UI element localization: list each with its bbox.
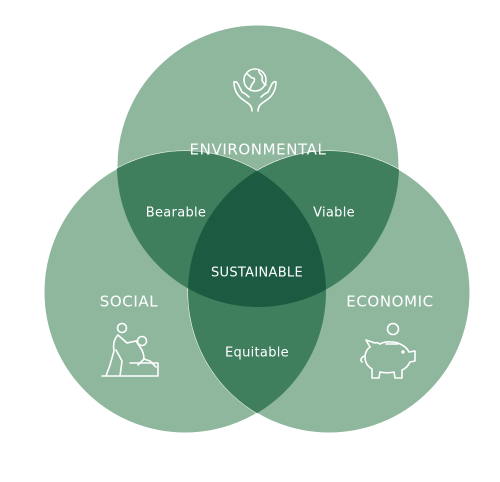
bearable-label: Bearable bbox=[145, 205, 207, 221]
sustainable-label: SUSTAINABLE bbox=[211, 265, 303, 281]
environmental-label: ENVIRONMENTAL bbox=[189, 140, 327, 159]
social-label: SOCIAL bbox=[99, 292, 159, 311]
equitable-label: Equitable bbox=[225, 345, 289, 361]
economic-label: ECONOMIC bbox=[346, 292, 434, 311]
earth-in-hands-icon bbox=[233, 68, 277, 112]
center-overlap bbox=[188, 151, 326, 307]
piggy-bank-coin-icon bbox=[360, 322, 416, 379]
viable-label: Viable bbox=[313, 205, 355, 221]
people-helping-climb-icon bbox=[101, 322, 159, 377]
